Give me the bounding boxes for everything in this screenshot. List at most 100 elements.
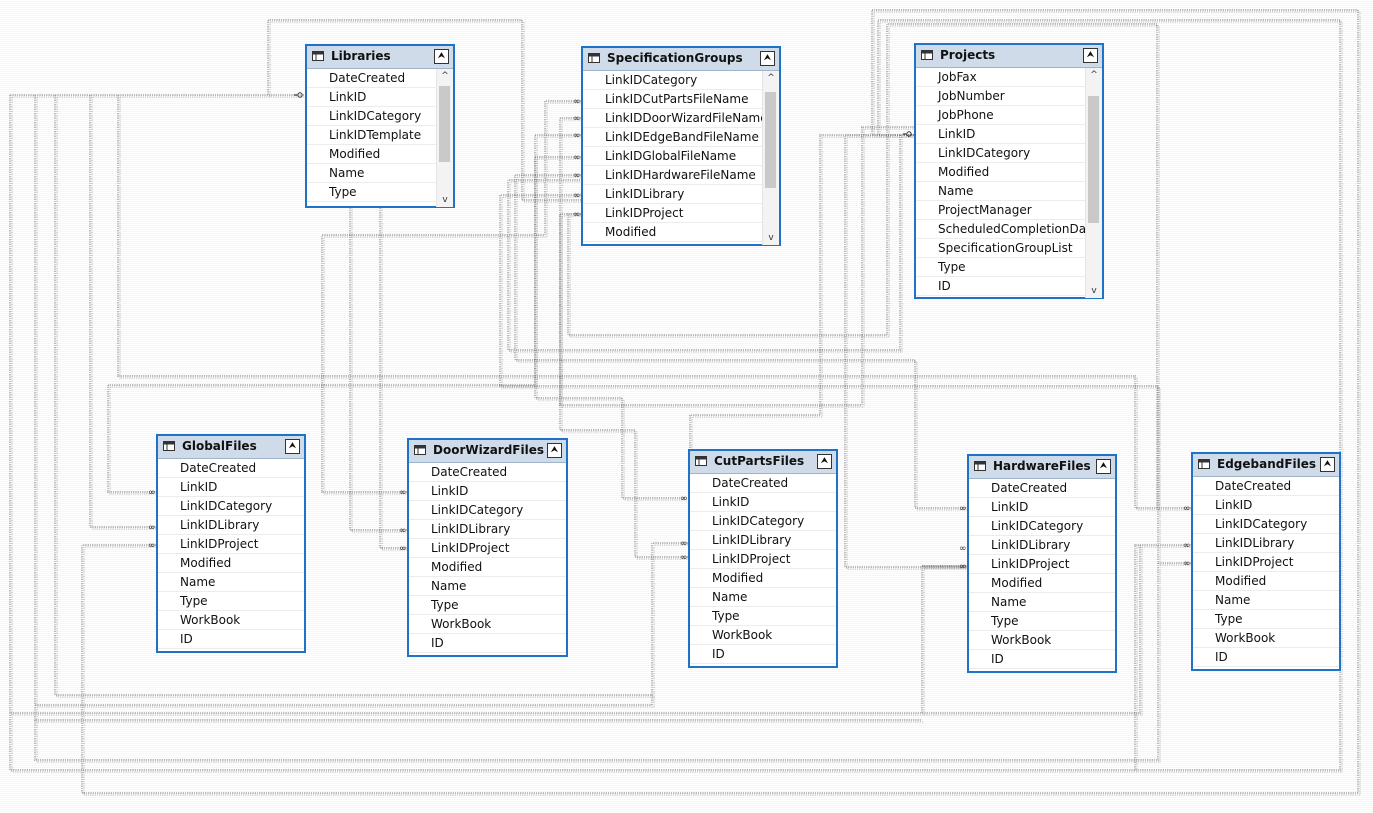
vertical-scrollbar[interactable]: ^v: [436, 69, 453, 207]
table-header[interactable]: Libraries ⮝: [307, 46, 453, 69]
column-row[interactable]: LinkID: [690, 493, 836, 512]
column-row[interactable]: Name: [409, 577, 566, 596]
column-row[interactable]: LinkIDCategory: [916, 144, 1102, 163]
vertical-scrollbar[interactable]: ^v: [1085, 68, 1102, 298]
column-row[interactable]: JobNumber: [916, 87, 1102, 106]
column-row[interactable]: Type: [969, 612, 1115, 631]
relationship-line[interactable]: [35, 695, 653, 706]
column-row[interactable]: LinkIDCategory: [158, 497, 304, 516]
column-row[interactable]: ID: [409, 634, 566, 653]
column-row[interactable]: LinkIDCategory: [1193, 515, 1339, 534]
column-row[interactable]: LinkIDLibrary: [1193, 534, 1339, 553]
column-row[interactable]: Type: [409, 596, 566, 615]
column-row[interactable]: LinkIDLibrary: [583, 185, 779, 204]
column-row[interactable]: ID: [916, 277, 1102, 296]
column-row[interactable]: Type: [158, 592, 304, 611]
column-row[interactable]: SpecificationGroupList: [916, 239, 1102, 258]
relationship-line[interactable]: [89, 95, 156, 528]
column-row[interactable]: LinkIDCategory: [409, 501, 566, 520]
column-row[interactable]: LinkIDDoorWizardFileName: [583, 109, 779, 128]
scroll-thumb[interactable]: [1088, 96, 1099, 223]
relationship-line[interactable]: [117, 95, 1191, 509]
column-row[interactable]: Type: [916, 258, 1102, 277]
column-row[interactable]: ID: [1193, 648, 1339, 667]
collapse-icon[interactable]: ⮝: [817, 454, 832, 469]
column-row[interactable]: Modified: [969, 574, 1115, 593]
column-row[interactable]: LinkIDTemplate: [307, 126, 453, 145]
column-row[interactable]: LinkIDProject: [158, 535, 304, 554]
column-row[interactable]: Modified: [1193, 572, 1339, 591]
column-row[interactable]: LinkIDHardwareFileName: [583, 166, 779, 185]
column-row[interactable]: WorkBook: [1193, 629, 1339, 648]
scroll-up-icon[interactable]: ^: [441, 71, 449, 81]
scroll-thumb[interactable]: [765, 92, 776, 188]
column-row[interactable]: LinkIDCategory: [690, 512, 836, 531]
collapse-icon[interactable]: ⮝: [1096, 459, 1111, 474]
column-row[interactable]: DateCreated: [690, 474, 836, 493]
column-row[interactable]: Type: [307, 183, 453, 202]
table-header[interactable]: DoorWizardFiles ⮝: [409, 440, 566, 463]
column-row[interactable]: Name: [916, 182, 1102, 201]
column-row[interactable]: LinkIDLibrary: [969, 536, 1115, 555]
column-row[interactable]: DateCreated: [158, 459, 304, 478]
column-row[interactable]: JobPhone: [916, 106, 1102, 125]
vertical-scrollbar[interactable]: ^v: [762, 71, 779, 245]
column-row[interactable]: Name: [969, 593, 1115, 612]
table-header[interactable]: SpecificationGroups ⮝: [583, 48, 779, 71]
column-row[interactable]: JobFax: [916, 68, 1102, 87]
column-row[interactable]: Modified: [409, 558, 566, 577]
collapse-icon[interactable]: ⮝: [285, 439, 300, 454]
column-row[interactable]: LinkIDProject: [583, 204, 779, 223]
column-row[interactable]: LinkIDLibrary: [690, 531, 836, 550]
relationship-line[interactable]: [507, 134, 914, 351]
column-row[interactable]: LinkIDProject: [409, 539, 566, 558]
column-row[interactable]: LinkIDProject: [969, 555, 1115, 574]
column-row[interactable]: WorkBook: [409, 615, 566, 634]
column-row[interactable]: DateCreated: [307, 69, 453, 88]
scroll-down-icon[interactable]: v: [1091, 286, 1097, 296]
column-row[interactable]: Modified: [916, 163, 1102, 182]
collapse-icon[interactable]: ⮝: [547, 443, 562, 458]
column-row[interactable]: LinkID: [409, 482, 566, 501]
column-row[interactable]: Name: [158, 573, 304, 592]
column-row[interactable]: LinkIDEdgeBandFileName: [583, 128, 779, 147]
table-header[interactable]: GlobalFiles ⮝: [158, 436, 304, 459]
column-row[interactable]: WorkBook: [690, 626, 836, 645]
column-row[interactable]: LinkID: [916, 125, 1102, 144]
column-row[interactable]: Name: [307, 164, 453, 183]
column-row[interactable]: ID: [158, 630, 304, 649]
relationship-line[interactable]: [922, 545, 1141, 714]
column-row[interactable]: Modified: [583, 223, 779, 242]
column-row[interactable]: ID: [690, 645, 836, 664]
column-row[interactable]: DateCreated: [969, 479, 1115, 498]
table-header[interactable]: EdgebandFiles ⮝: [1193, 454, 1339, 477]
column-row[interactable]: DateCreated: [409, 463, 566, 482]
column-row[interactable]: ID: [969, 650, 1115, 669]
scroll-down-icon[interactable]: v: [768, 233, 774, 243]
column-row[interactable]: Modified: [690, 569, 836, 588]
table-header[interactable]: Projects ⮝: [916, 45, 1102, 68]
relationship-line[interactable]: [81, 9, 1359, 794]
scroll-up-icon[interactable]: ^: [1090, 70, 1098, 80]
column-row[interactable]: WorkBook: [969, 631, 1115, 650]
column-row[interactable]: LinkIDGlobalFileName: [583, 147, 779, 166]
column-row[interactable]: Modified: [158, 554, 304, 573]
column-row[interactable]: LinkIDLibrary: [158, 516, 304, 535]
column-row[interactable]: LinkID: [1193, 496, 1339, 515]
collapse-icon[interactable]: ⮝: [760, 51, 775, 66]
scroll-thumb[interactable]: [439, 86, 450, 162]
column-row[interactable]: Modified: [307, 145, 453, 164]
table-header[interactable]: HardwareFiles ⮝: [969, 456, 1115, 479]
relationship-line[interactable]: [559, 117, 914, 406]
column-row[interactable]: Type: [690, 607, 836, 626]
column-row[interactable]: LinkIDProject: [690, 550, 836, 569]
column-row[interactable]: Name: [1193, 591, 1339, 610]
relationship-line[interactable]: [877, 19, 1341, 771]
column-row[interactable]: LinkIDCategory: [307, 107, 453, 126]
